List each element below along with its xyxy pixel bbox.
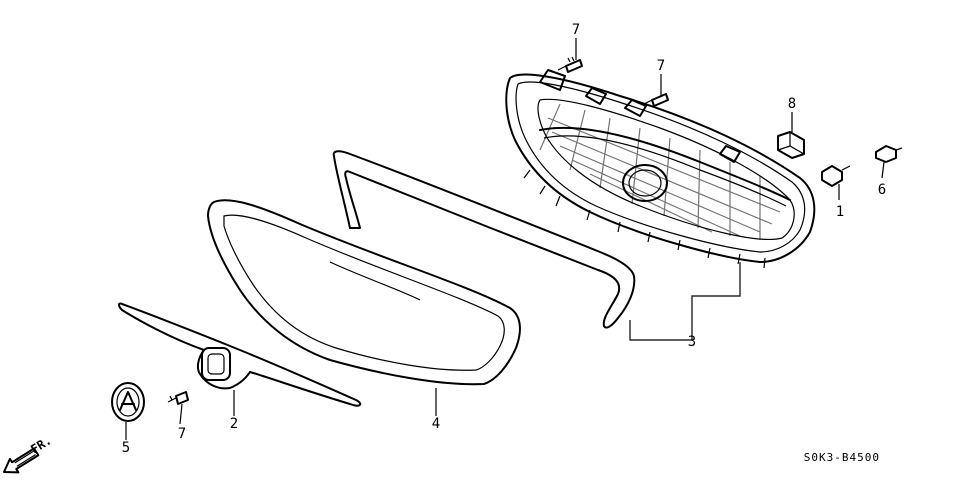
screw-7-bottom <box>167 391 189 405</box>
diagram-code: S0K3-B4500 <box>804 451 880 464</box>
callout-6: 6 <box>878 182 886 198</box>
callout-7-top: 7 <box>572 22 580 38</box>
callout-1: 1 <box>836 204 844 220</box>
callout-7-middle: 7 <box>657 58 665 74</box>
grille-frame <box>207 199 521 386</box>
clip-8 <box>777 131 805 159</box>
acura-emblem-icon <box>111 382 145 422</box>
leader-lines <box>125 38 885 440</box>
direction-label: FR. <box>28 433 54 456</box>
screw-7-top <box>557 56 583 73</box>
front-arrow-icon <box>3 447 40 474</box>
clip-1 <box>821 165 851 187</box>
callout-7-bottom: 7 <box>178 426 186 442</box>
grille-assembly <box>505 69 816 269</box>
upper-molding-strip <box>332 150 636 329</box>
emblem-base-molding <box>118 302 362 407</box>
callout-8: 8 <box>788 96 796 112</box>
callout-2: 2 <box>230 416 238 432</box>
callout-4: 4 <box>432 416 440 432</box>
callout-3: 3 <box>688 334 696 350</box>
clip-6 <box>875 145 903 163</box>
callout-5: 5 <box>122 440 130 456</box>
